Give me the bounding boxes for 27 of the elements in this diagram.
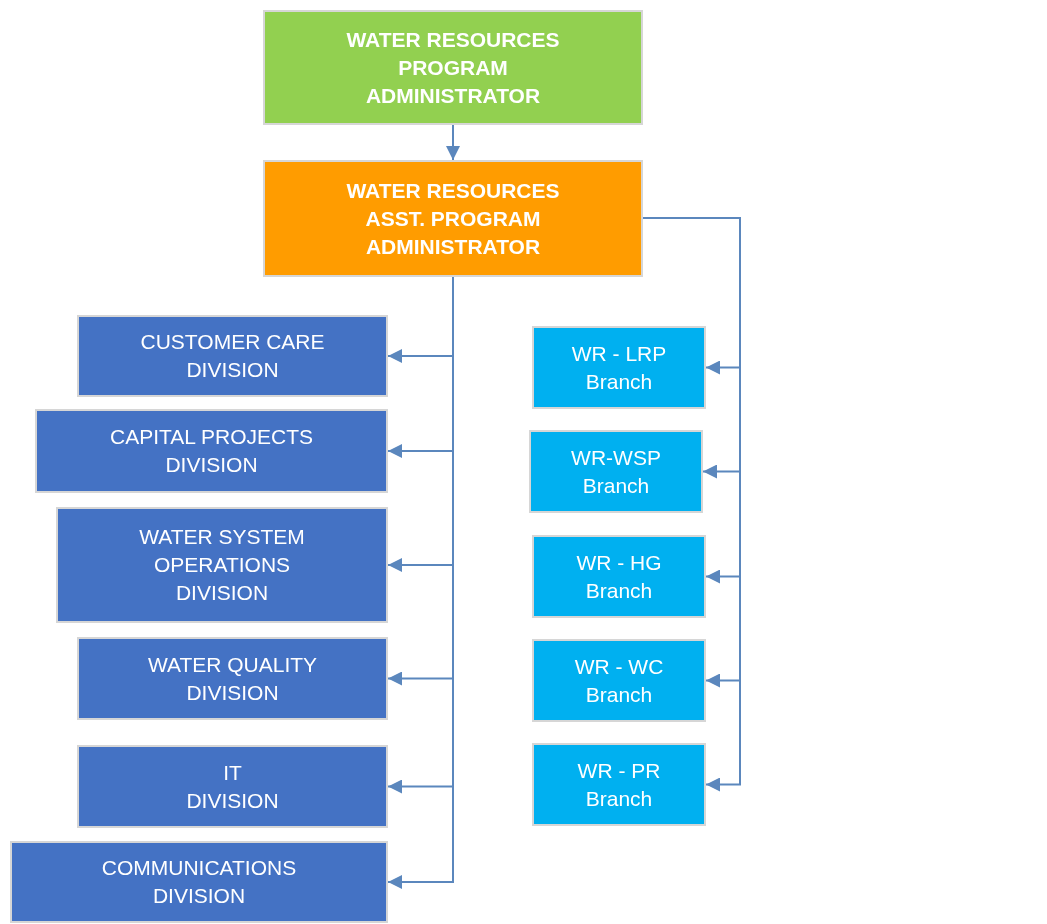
administrator-box [263, 10, 643, 125]
box-label: WATER RESOURCES ASST. PROGRAM ADMINISTRATOR [345, 177, 561, 260]
box-label: CAPITAL PROJECTS DIVISION [108, 424, 314, 478]
box-label: WATER SYSTEM OPERATIONS DIVISION [138, 524, 306, 606]
branch-box [532, 743, 706, 826]
branch-box [532, 326, 706, 409]
box-label: COMMUNICATIONS DIVISION [100, 855, 298, 909]
box-label: WR - HG Branch [575, 549, 663, 604]
division-box [77, 745, 388, 828]
box-label: WR-WSP Branch [570, 444, 662, 499]
division-box [35, 409, 388, 493]
box-label: WR - PR Branch [576, 757, 662, 812]
box-label: IT DIVISION [185, 759, 280, 814]
box-label: WR - LRP Branch [570, 340, 668, 395]
division-box [77, 315, 388, 397]
branch-box [532, 639, 706, 722]
box-label: WR - WC Branch [573, 653, 665, 708]
arrow [446, 124, 460, 161]
box-label: WATER QUALITY DIVISION [146, 651, 319, 706]
division-box [77, 637, 388, 720]
assistant-administrator-box [263, 160, 643, 277]
box-label: CUSTOMER CARE DIVISION [139, 329, 326, 383]
branch-box [532, 535, 706, 618]
box-label: WATER RESOURCES PROGRAM ADMINISTRATOR [345, 26, 561, 109]
division-box [10, 841, 388, 923]
division-box [56, 507, 388, 623]
branch-box [529, 430, 703, 513]
